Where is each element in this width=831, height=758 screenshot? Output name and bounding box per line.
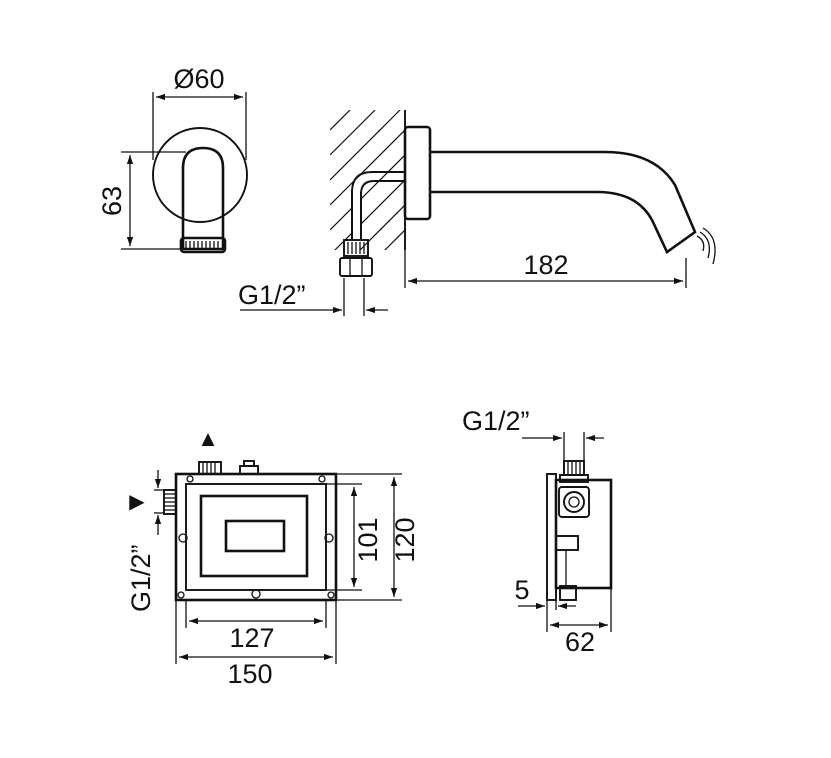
diameter-label: Ø60 <box>173 64 224 94</box>
flow-out-arrow-icon: ▲ <box>197 426 219 451</box>
spout-side-view: 182 G1/2” <box>238 110 716 316</box>
sensor-waves-icon <box>696 227 716 265</box>
box-side-view: G1/2” 5 62 <box>462 406 613 657</box>
spout-body-side <box>430 150 697 254</box>
outlet-fitting <box>198 461 222 475</box>
supply-pipe-fill <box>353 190 360 240</box>
spout-body-front <box>181 146 225 251</box>
thread-fitting-ribs <box>347 242 365 254</box>
screw-hole-top-left <box>186 475 194 483</box>
wall-rosette-side <box>403 125 432 221</box>
offset-label: 5 <box>514 575 529 605</box>
side-inlet-nut <box>558 486 590 518</box>
thread-fitting-nut <box>339 257 373 277</box>
thread-label: G1/2” <box>238 280 306 310</box>
box-side-top-fitting <box>563 460 585 476</box>
screw-hole-right <box>324 533 334 543</box>
screw-hole-left <box>178 533 188 543</box>
length-label: 182 <box>523 250 568 280</box>
side-thread-label: G1/2” <box>462 406 530 436</box>
inlet-fitting <box>163 489 177 515</box>
side-clamp <box>555 535 579 551</box>
box-front-view: ▲ ▶ G1/2” 127 150 101 120 <box>126 426 420 689</box>
screw-hole-top-right <box>318 475 326 483</box>
inner-width-label: 127 <box>229 623 274 653</box>
wall-rosette-circle <box>152 127 248 223</box>
aerator-mesh <box>185 241 219 250</box>
height-label: 63 <box>97 186 127 216</box>
spout-front-view: Ø60 63 <box>97 64 248 254</box>
flow-in-arrow-icon: ▶ <box>129 491 145 513</box>
cover-plate <box>199 494 309 578</box>
box-side-flange <box>546 473 557 601</box>
outer-height-label: 120 <box>390 517 420 562</box>
screw-hole-bottom <box>251 589 261 599</box>
outer-width-label: 150 <box>227 659 272 689</box>
box-thread-label: G1/2” <box>126 544 156 612</box>
sensor-window <box>224 519 286 553</box>
spout-outlet-aerator <box>179 236 227 254</box>
wall-hatching <box>330 110 405 250</box>
box-side-body <box>554 478 613 590</box>
depth-label: 62 <box>565 627 595 657</box>
thread-fitting-top <box>343 239 369 257</box>
box-flange <box>185 483 327 591</box>
inner-height-label: 101 <box>353 517 383 562</box>
